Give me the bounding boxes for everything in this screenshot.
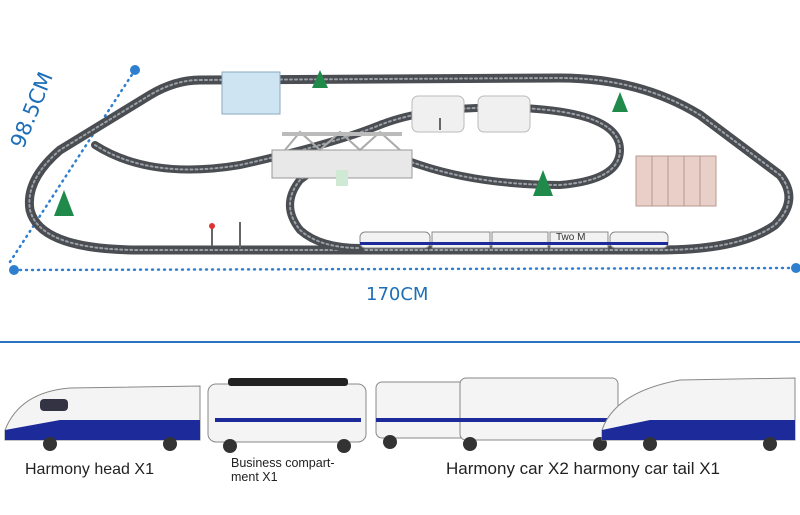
harmony-car bbox=[375, 377, 619, 451]
width-dimension-label: 170CM bbox=[366, 284, 429, 305]
harmony-car-tail bbox=[601, 377, 796, 451]
harmony-head bbox=[4, 385, 201, 451]
caption-harmony-head: Harmony head X1 bbox=[25, 461, 154, 478]
dimension-lines bbox=[6, 65, 800, 275]
section-divider bbox=[0, 341, 800, 343]
caption-business-compartment: Business compart- ment X1 bbox=[231, 456, 335, 484]
business-compartment bbox=[207, 378, 367, 453]
trees bbox=[54, 70, 628, 216]
caption-harmony-cars: Harmony car X2 harmony car tail X1 bbox=[446, 459, 720, 478]
train-on-track bbox=[359, 231, 669, 249]
bridge bbox=[271, 130, 413, 186]
station-houses bbox=[221, 71, 717, 207]
track-sign-label: Two M bbox=[556, 232, 586, 243]
signals bbox=[209, 118, 441, 248]
